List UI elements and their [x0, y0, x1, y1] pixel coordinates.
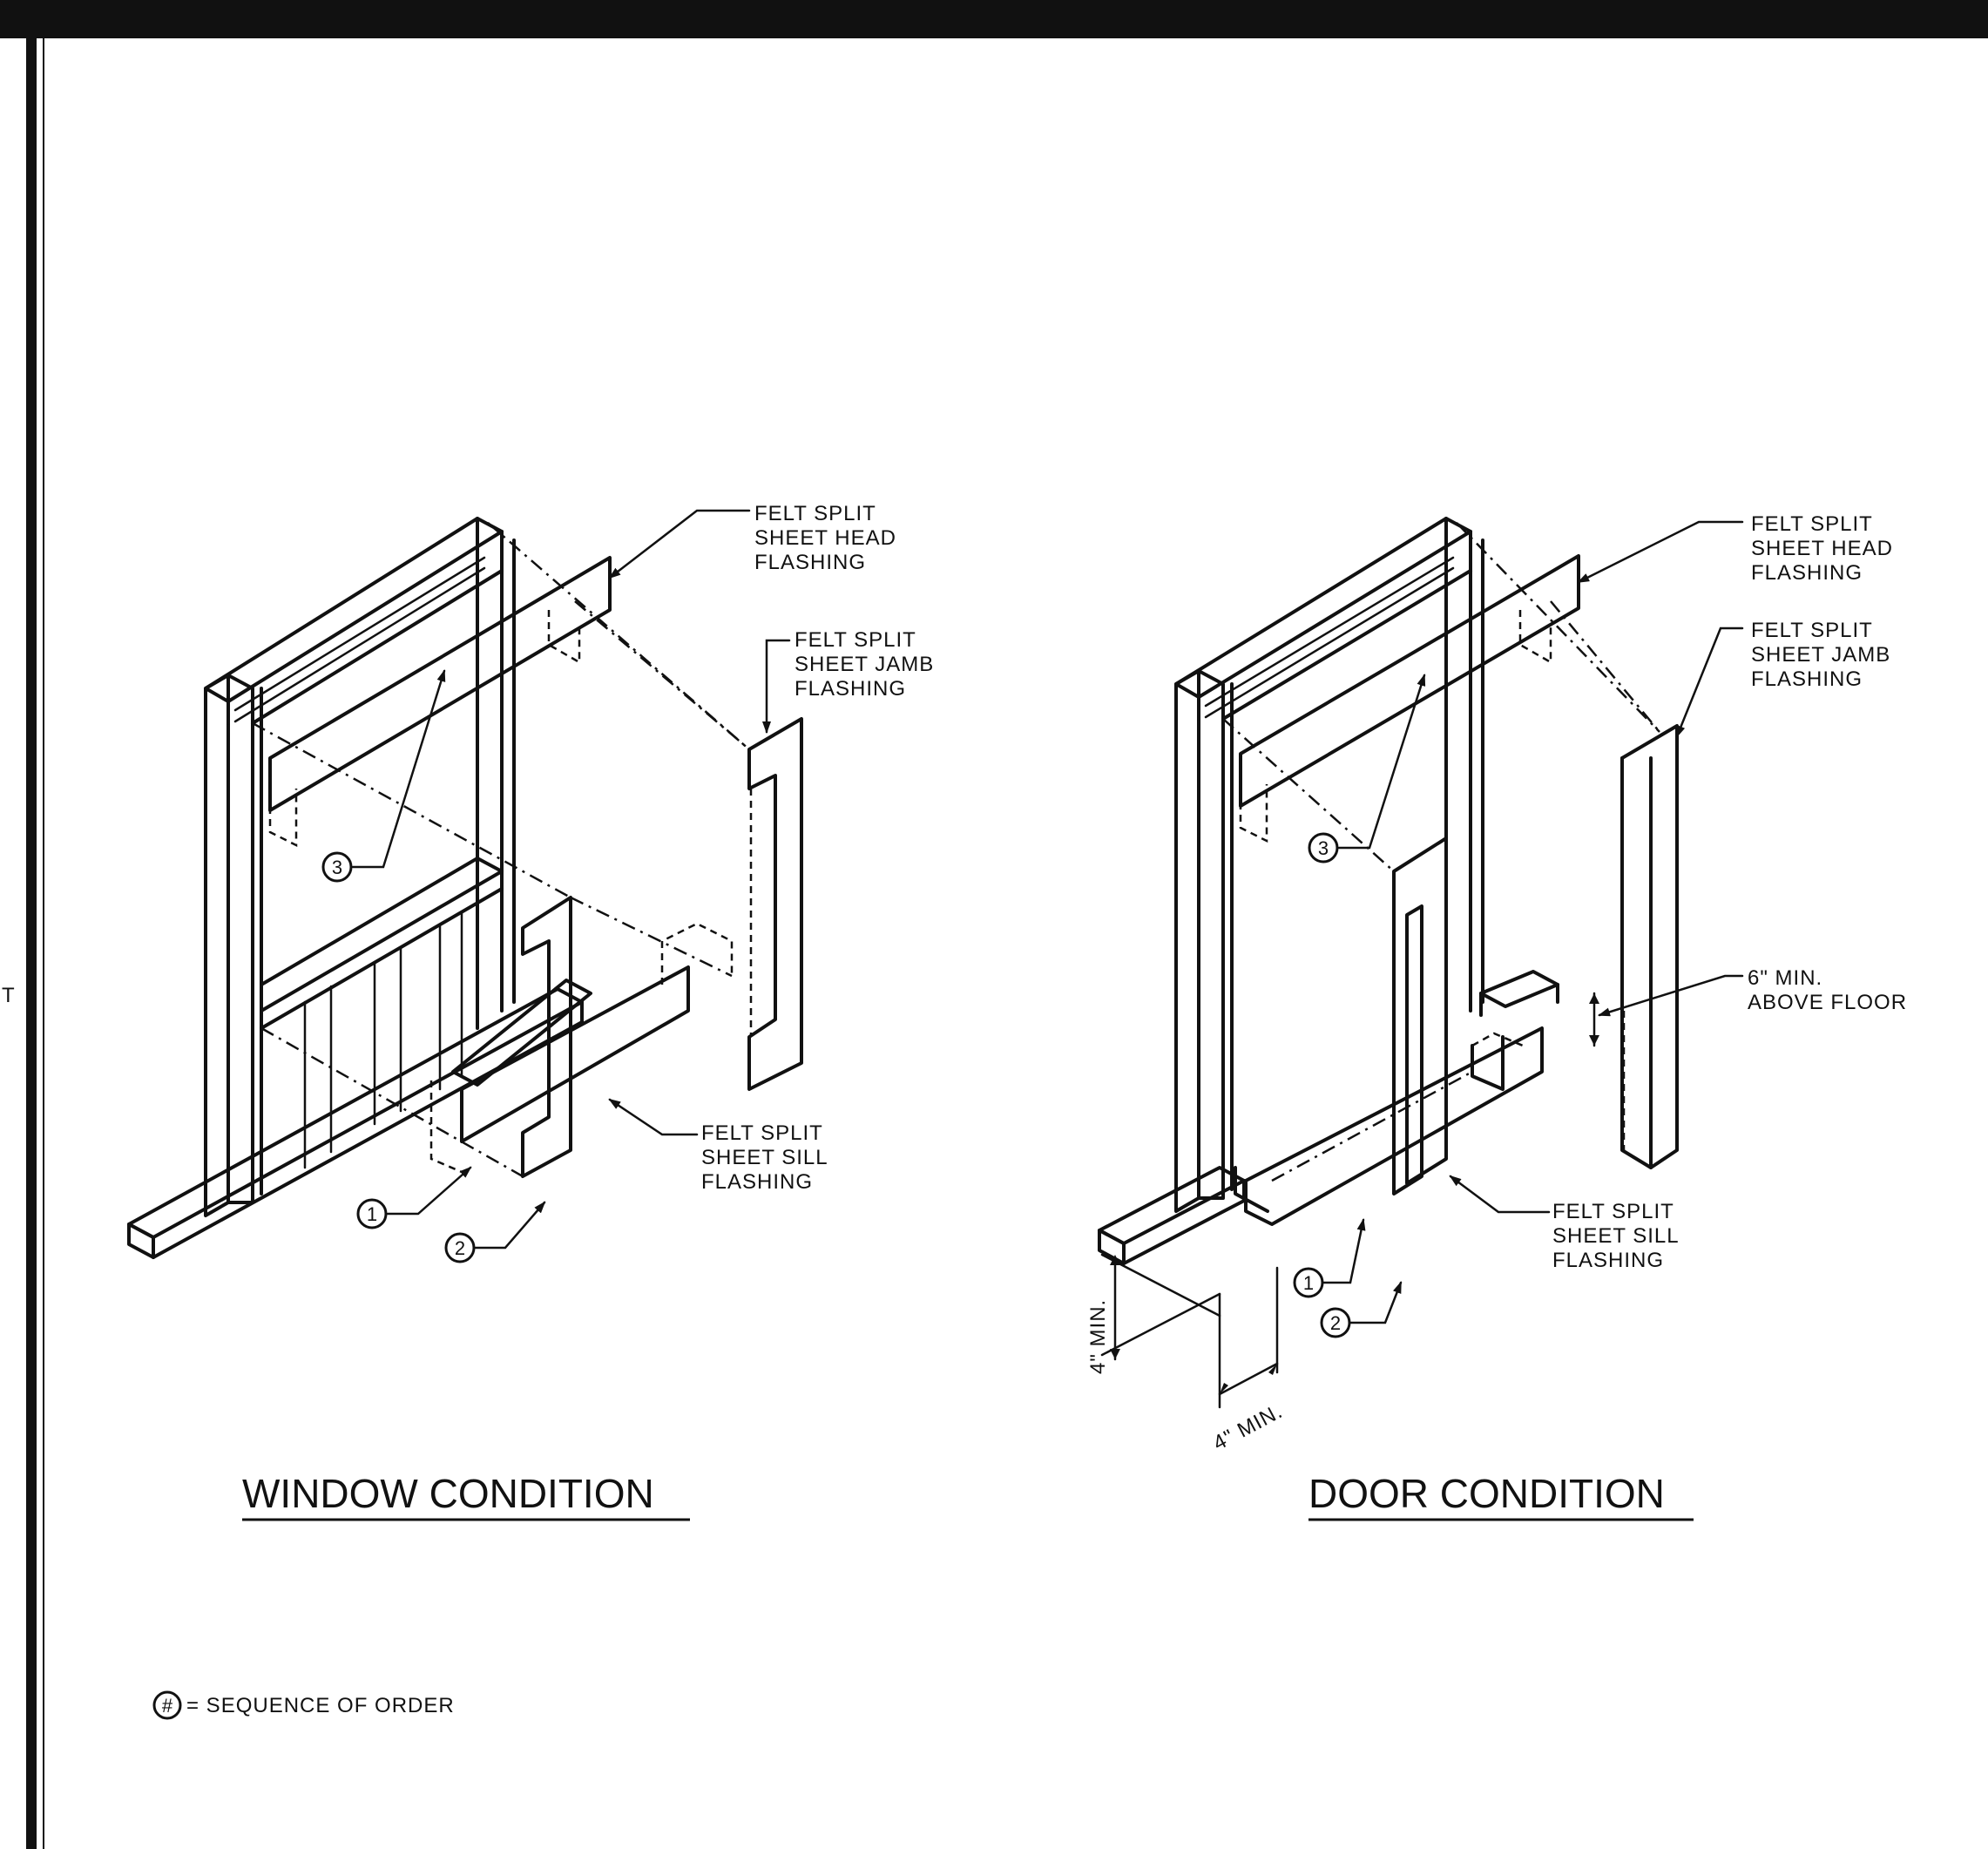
legend-text: = SEQUENCE OF ORDER — [186, 1694, 455, 1717]
door-bubble-1: 1 — [1293, 1267, 1324, 1298]
door-sill-note-leader — [1449, 1175, 1551, 1214]
door-bubble-2: 2 — [1320, 1307, 1351, 1338]
top-border — [0, 0, 1988, 38]
legend-bubble-symbol — [152, 1690, 182, 1720]
door-head-note-leader — [1577, 520, 1744, 584]
window-bubble-1-leader — [386, 1166, 472, 1216]
margin-fragment: T — [2, 984, 16, 1007]
window-bubble-2: 2 — [444, 1232, 476, 1263]
svg-text:2: 2 — [1330, 1312, 1341, 1334]
door-bubble-2-leader — [1349, 1281, 1403, 1324]
door-head-note: FELT SPLIT SHEET HEAD FLASHING — [1751, 512, 1900, 585]
svg-text:3: 3 — [332, 857, 342, 878]
window-condition-drawing — [127, 517, 803, 1259]
window-condition-title: WINDOW CONDITION — [242, 1471, 654, 1516]
svg-text:2: 2 — [455, 1237, 465, 1259]
door-bubble-3: 3 — [1308, 832, 1339, 864]
door-floor-note-leader — [1598, 974, 1744, 1017]
sequence-legend: # = SEQUENCE OF ORDER — [152, 1690, 455, 1720]
svg-text:3: 3 — [1318, 837, 1329, 859]
door-bubble-1-leader — [1321, 1218, 1366, 1284]
window-sill-note: FELT SPLIT SHEET SILL FLASHING — [701, 1121, 834, 1194]
window-jamb-note: FELT SPLIT SHEET JAMB FLASHING — [795, 628, 941, 701]
svg-text:1: 1 — [1303, 1272, 1314, 1294]
door-jamb-note: FELT SPLIT SHEET JAMB FLASHING — [1751, 619, 1897, 691]
left-border — [26, 38, 37, 1849]
door-dim-vertical: 4" MIN. — [1086, 1299, 1110, 1374]
window-head-note: FELT SPLIT SHEET HEAD FLASHING — [754, 502, 903, 574]
door-bubble-3-leader — [1337, 674, 1426, 850]
svg-text:#: # — [162, 1695, 173, 1717]
window-bubble-3-leader — [351, 669, 446, 869]
door-sill-note: FELT SPLIT SHEET SILL FLASHING — [1552, 1200, 1685, 1272]
window-jamb-note-leader — [762, 639, 791, 734]
door-condition-drawing — [1098, 517, 1679, 1409]
door-floor-note: 6" MIN. ABOVE FLOOR — [1748, 966, 1907, 1014]
door-condition-title: DOOR CONDITION — [1308, 1471, 1665, 1516]
window-bubble-1: 1 — [356, 1198, 388, 1229]
window-head-note-leader — [608, 509, 751, 579]
window-bubble-3: 3 — [321, 851, 353, 883]
door-jamb-note-leader — [1675, 626, 1744, 738]
svg-text:1: 1 — [367, 1203, 377, 1225]
window-bubble-2-leader — [473, 1201, 546, 1250]
door-dim-horizontal: 4" MIN. — [1209, 1399, 1287, 1455]
window-sill-note-leader — [608, 1098, 699, 1136]
